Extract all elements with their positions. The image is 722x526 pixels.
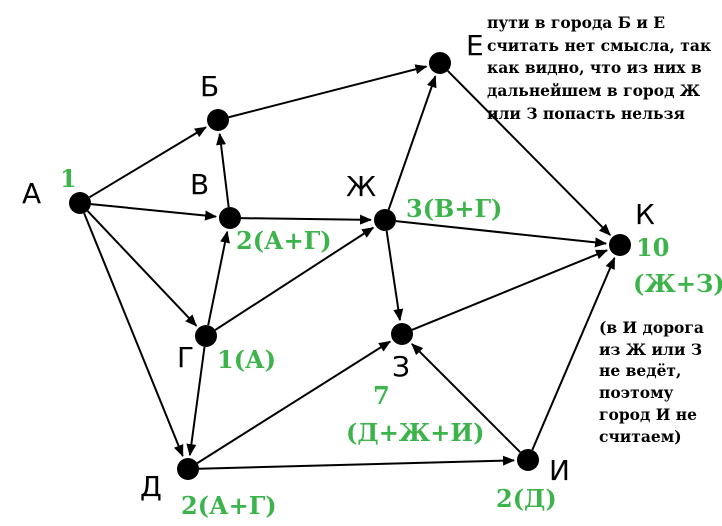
count-g: 1(А) [217, 345, 276, 374]
node-label-i: И [549, 454, 570, 487]
note-right-line: город И не [599, 405, 697, 424]
note-top-line: дальнейшем в город Ж [487, 81, 701, 100]
node-d [177, 458, 199, 480]
edge-zh-z [385, 230, 404, 322]
note-right-line: из Ж или З [599, 340, 702, 359]
note-top-line: считать нет смысла, так [487, 36, 711, 55]
node-k [609, 234, 631, 256]
note-right-line: считаем) [599, 427, 682, 446]
note-right: (в И дорога из Ж или З не ведёт, поэтому… [599, 318, 704, 446]
edge-b-e [228, 64, 428, 119]
node-i [517, 449, 539, 471]
note-top-line: пути в города Б и Е [487, 13, 665, 32]
node-b [207, 109, 229, 131]
edge-d-i [198, 455, 516, 470]
edge-a-g [86, 210, 198, 327]
note-right-line: поэтому [599, 383, 674, 402]
node-g [195, 325, 217, 347]
count-i: 2(Д) [496, 484, 557, 513]
edge-g-zh [214, 226, 375, 331]
node-label-zh: Ж [346, 170, 376, 203]
path-counts: 1 2(А+Г) 1(А) 2(А+Г) 3(В+Г) 7 (Д+Ж+И) 2(… [60, 164, 722, 520]
node-e [429, 52, 451, 74]
edge-a-v [90, 203, 218, 221]
edge-e-k [447, 70, 611, 236]
edge-i-z [411, 343, 521, 453]
count-d: 2(А+Г) [181, 491, 277, 520]
node-label-z: З [392, 350, 410, 383]
edge-a-b [88, 126, 207, 199]
node-z [391, 323, 413, 345]
count-k-expression: (Ж+З) [633, 269, 722, 298]
count-zh: 3(В+Г) [406, 194, 502, 223]
edge-a-d [83, 212, 184, 457]
note-top-line: или З попасть нельзя [487, 104, 685, 123]
count-v: 2(А+Г) [236, 226, 332, 255]
edge-zh-k [395, 220, 608, 248]
edge-zh-e [387, 75, 437, 210]
node-label-k: К [635, 198, 655, 231]
node-label-v: В [190, 168, 209, 201]
node-v [219, 207, 241, 229]
count-a: 1 [60, 164, 77, 193]
edges [83, 64, 616, 470]
edge-d-z [196, 340, 392, 464]
node-label-g: Г [177, 341, 194, 374]
node-label-e: Е [466, 29, 484, 62]
node-a [69, 192, 91, 214]
edge-i-k [531, 256, 616, 451]
nodes [69, 52, 631, 480]
edge-v-b [216, 132, 230, 208]
count-z-expression: (Д+Ж+И) [346, 418, 484, 447]
node-label-b: Б [200, 70, 219, 103]
edge-g-d [186, 346, 206, 457]
note-right-line: не ведёт, [599, 361, 681, 380]
count-z-number: 7 [373, 381, 390, 410]
note-right-line: (в И дорога [599, 318, 704, 337]
count-k-number: 10 [636, 233, 669, 262]
edge-z-k [411, 249, 608, 331]
note-top: пути в города Б и Е считать нет смысла, … [487, 13, 711, 123]
node-label-a: А [22, 177, 41, 210]
node-label-d: Д [140, 470, 162, 503]
edge-v-zh [240, 214, 373, 225]
node-zh [374, 209, 396, 231]
note-top-line: как видно, что из них в [487, 58, 702, 77]
edge-g-v [207, 230, 230, 326]
